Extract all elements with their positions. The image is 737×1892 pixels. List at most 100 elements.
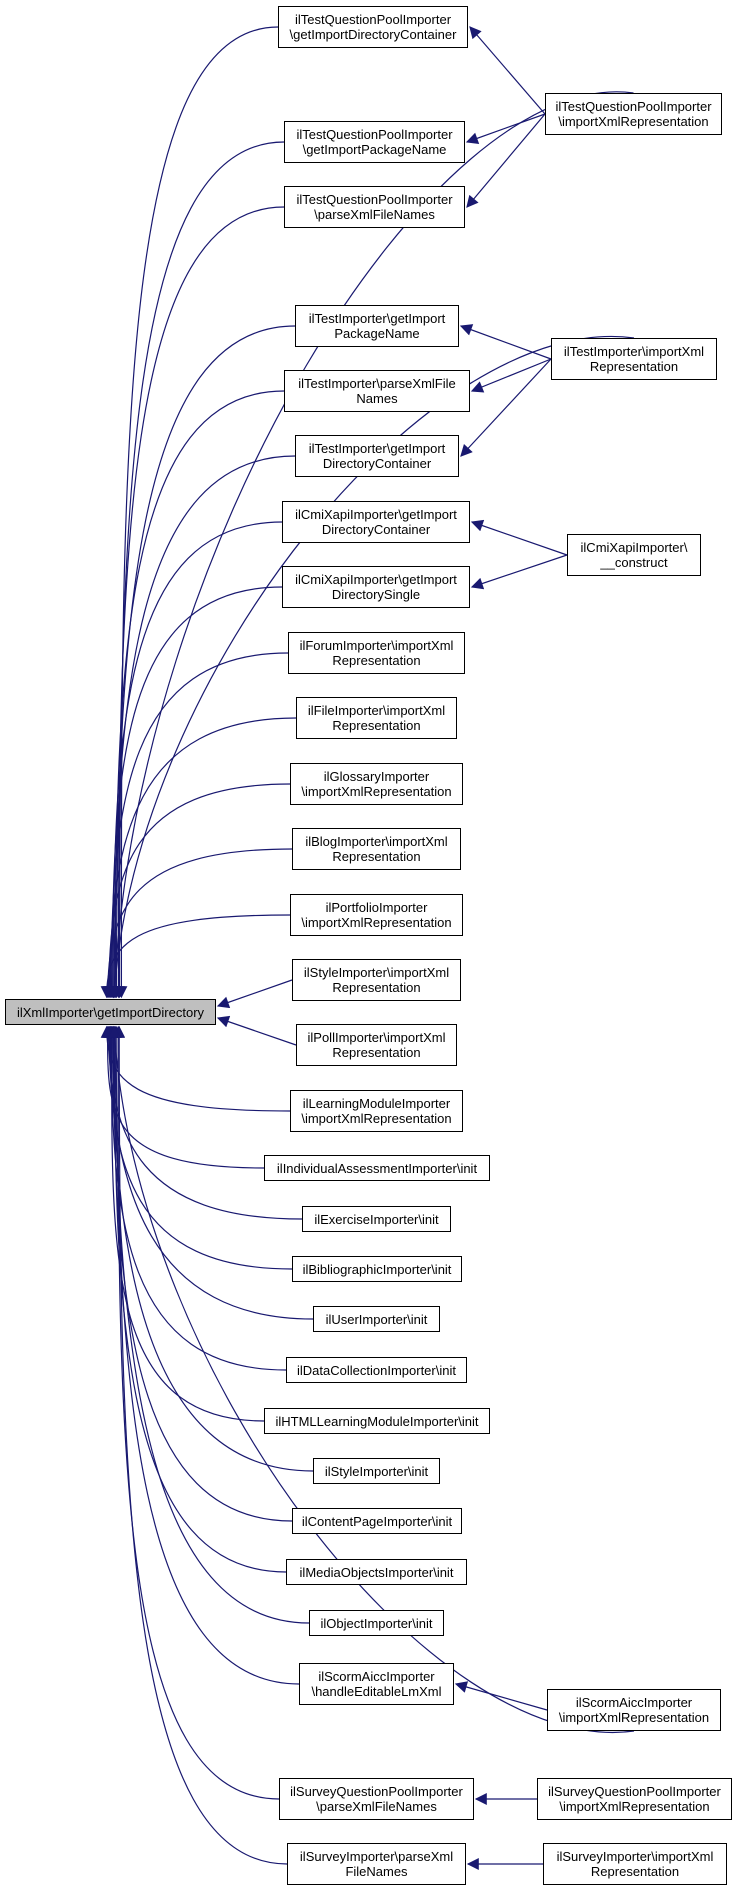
graph-node-exercise[interactable]: ilExerciseImporter\init [302, 1206, 451, 1232]
node-label-line: Representation [590, 1864, 680, 1879]
graph-node-tqp-pkg[interactable]: ilTestQuestionPoolImporter\getImportPack… [284, 121, 465, 163]
node-label-line: \handleEditableLmXml [311, 1684, 442, 1699]
graph-node-sqp-parse[interactable]: ilSurveyQuestionPoolImporter\parseXmlFil… [279, 1778, 474, 1820]
edge-sqp-parse-to-root [112, 1025, 280, 1800]
node-label-line: \parseXmlFileNames [316, 1799, 437, 1814]
node-label-line: ilFileImporter\importXml [307, 703, 446, 718]
graph-node-mediaobj[interactable]: ilMediaObjectsImporter\init [286, 1559, 467, 1585]
edge-poll-to-root [216, 1015, 297, 1046]
node-label-line: ilTestImporter\getImport [308, 441, 446, 456]
edge-glossary-to-root [102, 783, 291, 999]
node-label-line: ilTestQuestionPoolImporter [296, 192, 453, 207]
edge-cmi-construct-to-cmi-dir [470, 519, 568, 556]
graph-node-scorm-edit[interactable]: ilScormAiccImporter\handleEditableLmXml [299, 1663, 454, 1705]
node-label-line: ilGlossaryImporter [323, 769, 430, 784]
edge-style-init-to-root [106, 1025, 314, 1472]
graph-node-style-init[interactable]: ilStyleImporter\init [313, 1458, 440, 1484]
graph-node-tqp-dir[interactable]: ilTestQuestionPoolImporter\getImportDire… [278, 6, 468, 48]
node-label-line: ilTestQuestionPoolImporter [296, 127, 453, 142]
graph-node-datacoll[interactable]: ilDataCollectionImporter\init [286, 1357, 467, 1383]
graph-node-htlm[interactable]: ilHTMLLearningModuleImporter\init [264, 1408, 490, 1434]
node-label-line: ilTestQuestionPoolImporter [294, 12, 452, 27]
edge-lm-to-root [100, 1025, 291, 1112]
node-label-line: ilPollImporter\importXml [307, 1030, 446, 1045]
node-label-line: ilSurveyImporter\importXml [556, 1849, 714, 1864]
graph-node-scorm-import[interactable]: ilScormAiccImporter\importXmlRepresentat… [547, 1689, 721, 1731]
edge-scorm-import-to-scorm-edit [454, 1681, 548, 1711]
graph-node-sqp-import[interactable]: ilSurveyQuestionPoolImporter\importXmlRe… [537, 1778, 732, 1820]
node-label-line: ilTestImporter\getImport [308, 311, 446, 326]
edge-scorm-edit-to-root [110, 1025, 300, 1685]
node-label-line: \importXmlRepresentation [558, 1710, 710, 1725]
graph-node-indiv[interactable]: ilIndividualAssessmentImporter\init [264, 1155, 490, 1181]
node-label-line: Representation [589, 359, 679, 374]
edge-test-import-to-test-pkg [459, 324, 552, 360]
node-label-line: ilHTMLLearningModuleImporter\init [275, 1413, 479, 1429]
edge-contentpage-to-root [107, 1025, 293, 1522]
edge-tqp-import-to-root [108, 91, 634, 999]
graph-node-object[interactable]: ilObjectImporter\init [309, 1610, 444, 1636]
graph-node-tqp-parse[interactable]: ilTestQuestionPoolImporter\parseXmlFileN… [284, 186, 465, 228]
edge-cmi-dir-to-root [107, 521, 283, 999]
node-label-line: \importXmlRepresentation [558, 114, 709, 129]
edge-test-import-to-test-dir [460, 358, 552, 457]
node-label-line: ilStyleImporter\importXml [303, 965, 450, 980]
node-label-line: ilForumImporter\importXml [299, 638, 454, 653]
node-label-line: ilScormAiccImporter [318, 1669, 435, 1684]
node-label-line: FileNames [345, 1864, 408, 1879]
node-label-line: ilObjectImporter\init [320, 1615, 433, 1631]
node-label-line: ilIndividualAssessmentImporter\init [276, 1160, 478, 1176]
graph-node-portfolio[interactable]: ilPortfolioImporter\importXmlRepresentat… [290, 894, 463, 936]
node-label-line: ilSurveyQuestionPoolImporter [548, 1784, 721, 1799]
edge-tqp-pkg-to-root [113, 141, 285, 999]
edge-blog-to-root [101, 848, 293, 999]
node-label-line: Representation [332, 1045, 421, 1060]
node-label-line: ilDataCollectionImporter\init [297, 1362, 456, 1378]
edge-exercise-to-root [102, 1025, 303, 1220]
graph-node-biblio[interactable]: ilBibliographicImporter\init [292, 1256, 462, 1282]
node-label-line: ilUserImporter\init [325, 1311, 428, 1327]
graph-node-lm[interactable]: ilLearningModuleImporter\importXmlRepres… [290, 1090, 463, 1132]
edge-user-to-root [104, 1025, 314, 1320]
edge-tqp-parse-to-root [112, 206, 285, 999]
node-label-line: \importXmlRepresentation [301, 784, 452, 799]
node-label-line: ilExerciseImporter\init [314, 1211, 439, 1227]
edge-test-dir-to-root [108, 455, 296, 999]
node-label-line: ilXmlImporter\getImportDirectory [16, 1004, 205, 1020]
edge-style-xml-to-root [216, 979, 293, 1009]
node-label-line: ilCmiXapiImporter\ [580, 540, 688, 555]
node-label-line: ilCmiXapiImporter\getImport [295, 507, 457, 522]
edge-tqp-import-to-tqp-dir [469, 26, 546, 115]
node-label-line: Representation [332, 849, 421, 864]
node-label-line: \importXmlRepresentation [559, 1799, 710, 1814]
node-label-line: \parseXmlFileNames [314, 207, 435, 222]
graph-node-cmi-construct[interactable]: ilCmiXapiImporter\__construct [567, 534, 701, 576]
node-label-line: ilTestImporter\parseXmlFile [298, 376, 456, 391]
node-label-line: ilCmiXapiImporter\getImport [295, 572, 457, 587]
edge-tqp-import-to-tqp-pkg [465, 113, 546, 144]
node-label-line: ilMediaObjectsImporter\init [299, 1564, 454, 1580]
node-label-line: Names [356, 391, 398, 406]
edge-biblio-to-root [103, 1025, 293, 1270]
graph-node-tqp-import[interactable]: ilTestQuestionPoolImporter\importXmlRepr… [545, 93, 722, 135]
node-label-line: ilContentPageImporter\init [301, 1513, 453, 1529]
node-label-line: Representation [332, 718, 421, 733]
node-label-line: \importXmlRepresentation [301, 1111, 452, 1126]
graph-node-contentpage[interactable]: ilContentPageImporter\init [292, 1508, 462, 1534]
graph-node-user[interactable]: ilUserImporter\init [313, 1306, 440, 1332]
graph-node-glossary[interactable]: ilGlossaryImporter\importXmlRepresentati… [290, 763, 463, 805]
